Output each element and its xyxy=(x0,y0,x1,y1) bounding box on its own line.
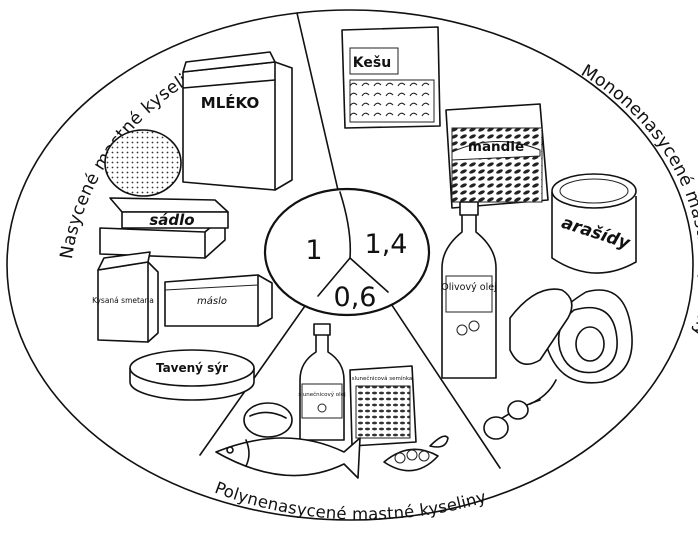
olive-oil-bottle-illustration: Olivový olej xyxy=(441,202,496,378)
processed-cheese-illustration: Tavený sýr xyxy=(130,350,254,400)
cream-label: Kysaná smetana xyxy=(92,296,154,305)
cashew-label: Kešu xyxy=(353,55,391,71)
polyunsaturated-arc-label: Polynenasycené mastné kyseliny xyxy=(212,478,488,524)
sunflower-oil-bottle-illustration: slunečnicový olej xyxy=(298,324,346,440)
fish-illustration xyxy=(216,438,360,478)
coconut-illustration xyxy=(105,130,181,196)
butter-illustration: máslo xyxy=(165,275,272,326)
cheese-label: Tavený sýr xyxy=(156,361,228,375)
sunflower-seeds-label: slunečnicová semínka xyxy=(352,375,413,382)
butter-label: máslo xyxy=(197,295,227,307)
sour-cream-cup-illustration: Kysaná smetana xyxy=(92,252,158,342)
lard-block-illustration: sádlo xyxy=(100,198,228,258)
sunflower-oil-label: slunečnicový olej xyxy=(298,391,346,398)
monounsaturated-ratio: 1,4 xyxy=(365,229,408,260)
cashew-bag-illustration: Kešu xyxy=(342,27,440,128)
olive-branch-illustration xyxy=(484,380,556,439)
olive-oil-label: Olivový olej xyxy=(441,282,496,293)
peanut-can-illustration: arašídy xyxy=(552,174,636,273)
almond-bag-illustration: mandle xyxy=(446,104,548,208)
milk-carton-illustration: MLÉKO xyxy=(183,52,292,190)
almond-label: mandle xyxy=(468,139,524,155)
saturated-ratio: 1 xyxy=(305,235,322,266)
walnut-illustration xyxy=(244,403,292,437)
lard-label: sádlo xyxy=(149,211,194,229)
milk-label: MLÉKO xyxy=(201,93,259,112)
sunflower-seeds-bag-illustration: slunečnicová semínka xyxy=(350,366,416,446)
polyunsaturated-ratio: 0,6 xyxy=(334,282,377,313)
ratio-center: 1 1,4 0,6 xyxy=(265,189,429,315)
avocado-illustration xyxy=(510,289,632,383)
